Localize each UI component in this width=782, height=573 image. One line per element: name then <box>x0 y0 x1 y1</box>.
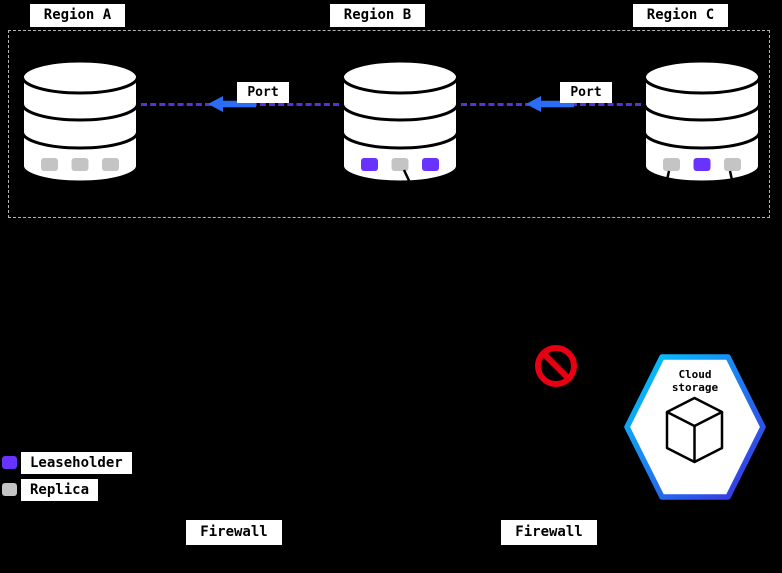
replica-indicator <box>391 158 409 171</box>
database-region-a <box>21 59 139 184</box>
firewall-label-1: Firewall <box>186 520 282 545</box>
replica-indicator <box>71 158 89 171</box>
region-label-b: Region B <box>330 4 425 27</box>
database-region-c <box>643 59 761 190</box>
indicator-leader-line <box>663 170 671 190</box>
arrow-left-icon <box>208 96 256 112</box>
cloud-storage-label: Cloud storage <box>671 368 719 394</box>
leaseholder-indicator <box>361 158 378 171</box>
replica-indicator <box>41 158 58 171</box>
legend-label-replica: Replica <box>21 479 99 501</box>
port-label-bc: Port <box>560 82 612 103</box>
leaseholder-swatch <box>2 456 17 469</box>
regions-boundary <box>8 30 770 218</box>
region-label-a: Region A <box>30 4 125 27</box>
no-entry-icon <box>535 345 577 387</box>
replica-indicator <box>663 158 680 171</box>
region-label-c: Region C <box>633 4 728 27</box>
cube-icon <box>665 396 724 464</box>
port-label-ab: Port <box>237 82 289 103</box>
replica-indicator <box>102 158 119 171</box>
indicator-leader-line <box>728 170 736 190</box>
database-region-b <box>341 59 459 190</box>
replica-swatch <box>2 483 17 496</box>
firewall-label-2: Firewall <box>501 520 597 545</box>
indicator-leader-line <box>402 169 415 190</box>
legend-label-leaseholder: Leaseholder <box>21 452 132 474</box>
leaseholder-indicator <box>422 158 439 171</box>
arrow-left-icon <box>526 96 574 112</box>
cloud-storage-icon <box>624 354 766 500</box>
leaseholder-indicator <box>693 158 711 171</box>
replica-indicator <box>724 158 741 171</box>
